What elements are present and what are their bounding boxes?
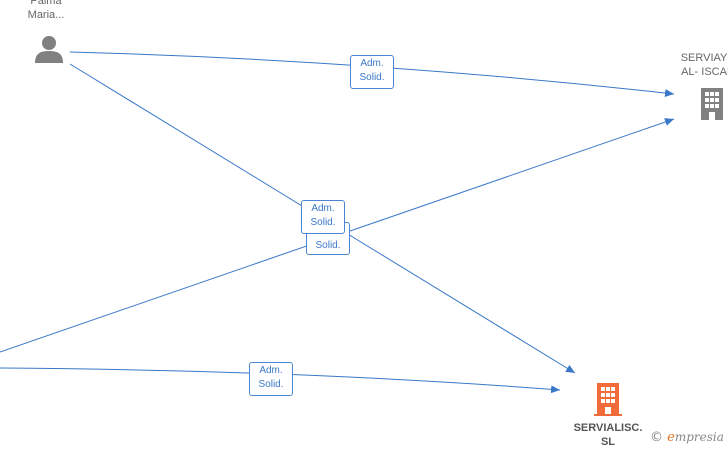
company-servialisc-line2: SL [600,436,616,448]
building-icon[interactable] [592,381,624,417]
edge-role-label[interactable]: Adm. Solid. [249,362,293,396]
role-line1: Adm. [360,58,384,69]
person-name: Palma Maria... [14,0,78,22]
edge-role-label[interactable]: Adm. Solid. [301,200,345,234]
edge-role-label[interactable]: Adm. Solid. [350,55,394,89]
role-line2: Solid. [310,217,336,228]
copyright-symbol: © [650,430,663,445]
building-icon[interactable] [697,86,727,120]
person-icon[interactable] [34,34,64,64]
company-serviayu-name: SERVIAYU AL- ISCAR [668,51,728,79]
role-line2: Solid. [359,72,385,83]
empresia-watermark: © empresia [650,430,724,445]
company-servialisc-name: SERVIALISC. SL [560,421,656,449]
brand-logo-text: mpresia [674,430,724,444]
role-line1: Adm. [259,365,283,376]
company-serviayu-line2: AL- ISCAR [681,66,728,78]
role-line2: Solid. [258,379,284,390]
person-name-line1: Palma [30,0,62,7]
role-line1: Adm. [311,203,335,214]
brand-logo-e: e [667,430,675,445]
company-serviayu-line1: SERVIAYU [680,52,728,64]
company-servialisc-line1: SERVIALISC. [573,422,643,434]
role-line1: Solid. [315,240,341,251]
person-name-line2: Maria... [27,9,65,21]
